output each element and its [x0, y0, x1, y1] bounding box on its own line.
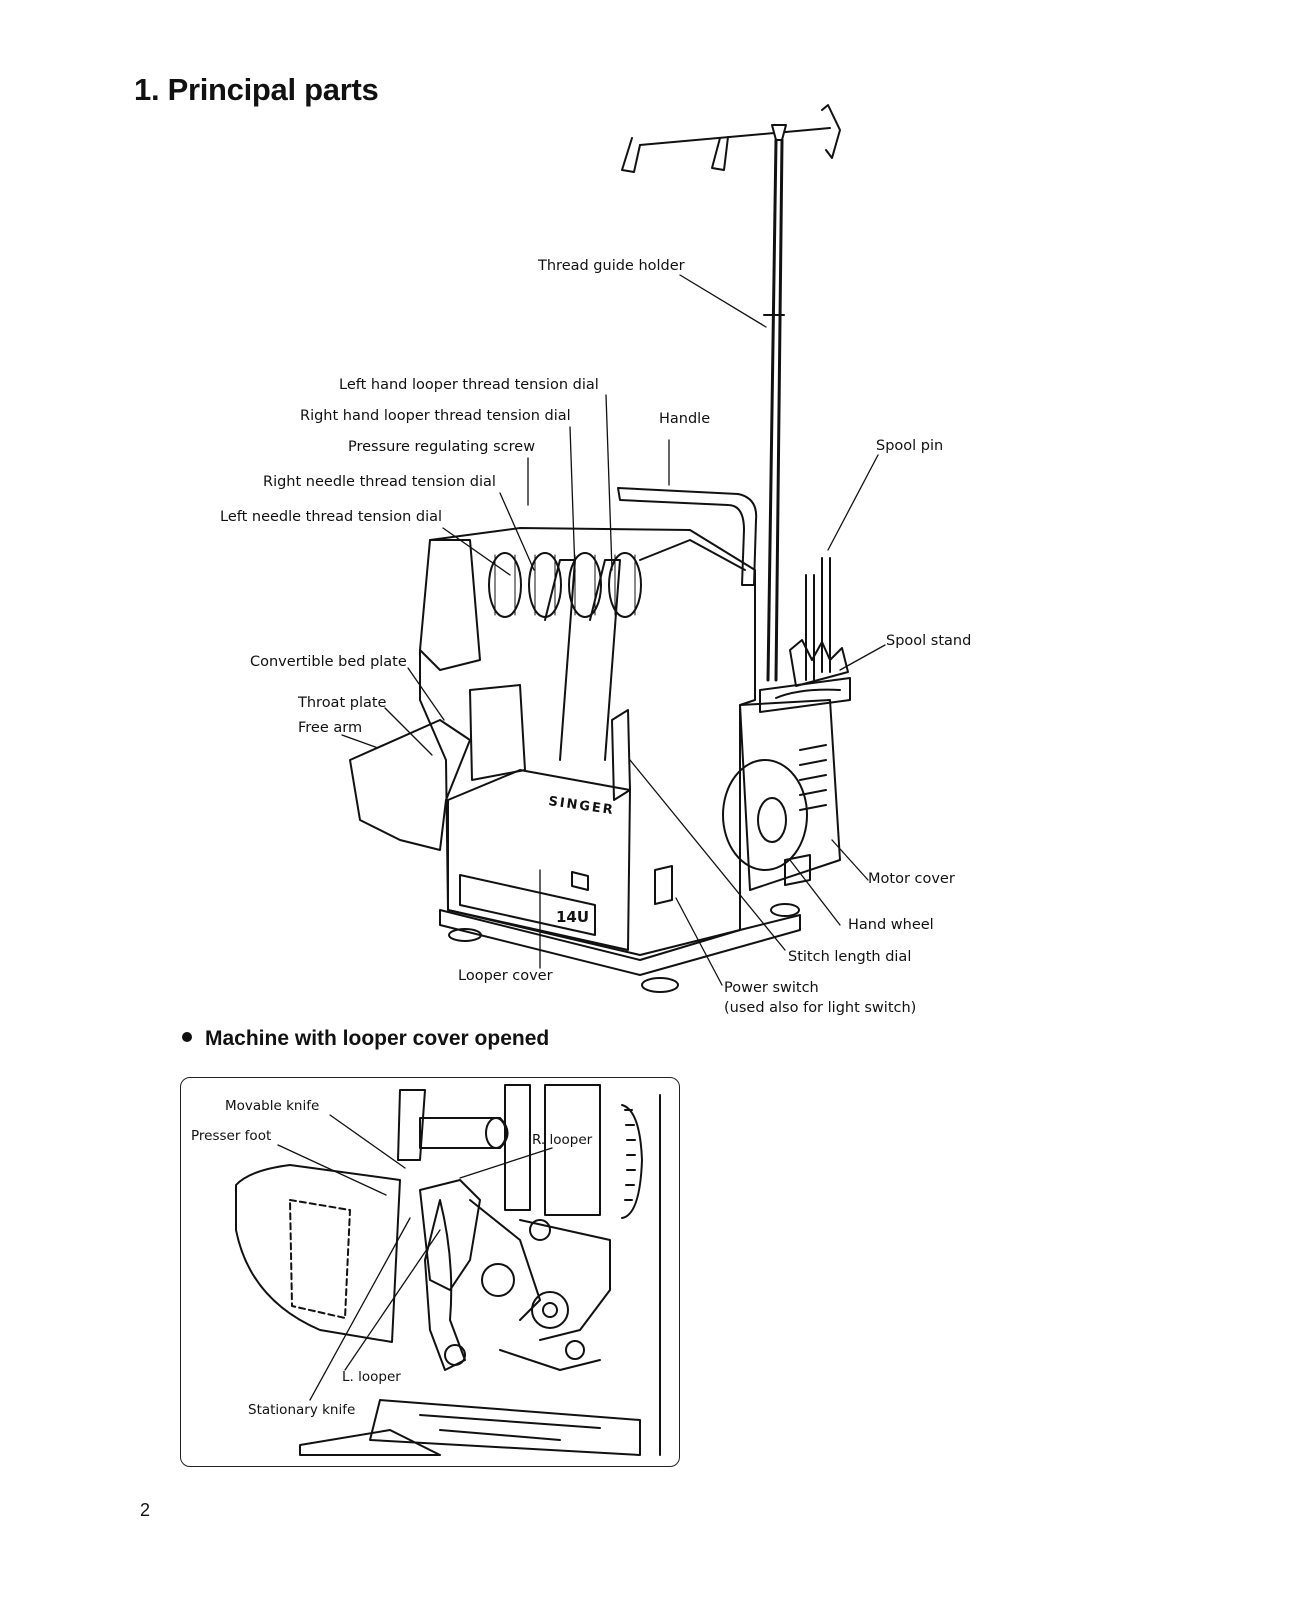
inset-frame [180, 1077, 680, 1467]
label-spool-pin: Spool pin [876, 438, 944, 454]
leader-lines [341, 274, 886, 986]
bullet-icon [182, 1032, 192, 1043]
label-motor-cover: Motor cover [868, 871, 955, 887]
label-handle: Handle [659, 411, 711, 427]
label-stationary-knife: Stationary knife [248, 1402, 356, 1418]
label-movable-knife: Movable knife [225, 1098, 320, 1114]
label-l-looper: L. looper [342, 1369, 401, 1385]
label-left-hand-looper-dial: Left hand looper thread tension dial [339, 377, 599, 393]
label-right-needle-dial: Right needle thread tension dial [263, 474, 496, 490]
thread-stand [621, 104, 841, 682]
subsection-title-text: Machine with looper cover opened [205, 1027, 550, 1050]
label-stitch-length-dial: Stitch length dial [788, 949, 912, 965]
label-power-switch: Power switch [724, 980, 819, 996]
label-convertible-bed-plate: Convertible bed plate [250, 654, 407, 670]
handle [617, 487, 758, 586]
model-number-text: 14U [556, 908, 589, 926]
page-title: 1. Principal parts [134, 72, 379, 107]
label-r-looper: R. looper [532, 1132, 593, 1148]
label-right-hand-looper-dial: Right hand looper thread tension dial [300, 408, 571, 424]
label-spool-stand: Spool stand [886, 633, 972, 649]
label-thread-guide-holder: Thread guide holder [538, 258, 685, 274]
subsection-title: Machine with looper cover opened [182, 1027, 549, 1051]
label-throat-plate: Throat plate [298, 695, 387, 711]
label-power-switch-note: (used also for light switch) [724, 1000, 917, 1016]
label-left-needle-dial: Left needle thread tension dial [220, 509, 443, 525]
label-presser-foot: Presser foot [191, 1128, 272, 1144]
label-pressure-screw: Pressure regulating screw [348, 439, 536, 455]
label-looper-cover: Looper cover [458, 968, 553, 984]
label-hand-wheel: Hand wheel [848, 917, 934, 933]
tension-dials [488, 552, 642, 618]
label-free-arm: Free arm [298, 720, 363, 736]
page-number: 2 [140, 1500, 151, 1520]
